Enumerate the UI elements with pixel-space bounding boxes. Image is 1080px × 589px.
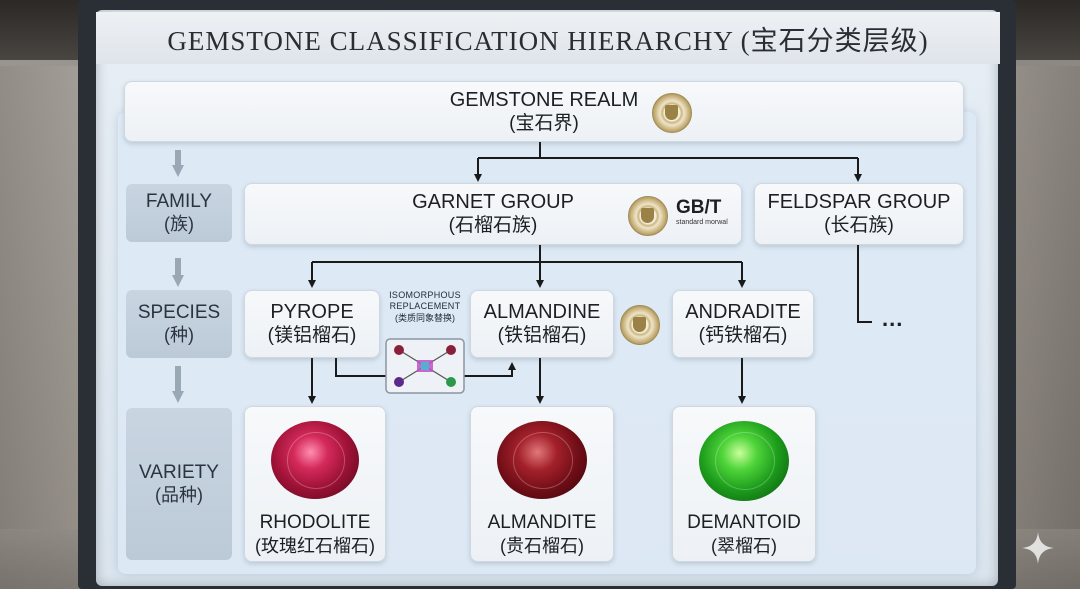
rhodolite-gem-image (271, 421, 359, 499)
level-family-label-zh: (族) (164, 214, 194, 234)
title-bar: GEMSTONE CLASSIFICATION HIERARCHY (宝石分类层… (96, 12, 1000, 64)
species-andradite-box: ANDRADITE (钙铁榴石) (672, 290, 814, 358)
level-species-label-zh: (种) (164, 325, 194, 345)
variety-almandite-label-zh: (贵石榴石) (500, 536, 584, 556)
species-andradite-label-zh: (钙铁榴石) (698, 325, 788, 346)
gbt-badge-sub: standard morwal (676, 219, 728, 226)
species-pyrope-box: PYROPE (镁铝榴石) (244, 290, 380, 358)
garnet-seal-icon (628, 196, 668, 236)
level-family: FAMILY (族) (126, 184, 232, 242)
level-variety-label: VARIETY (139, 462, 219, 483)
variety-almandite-label: ALMANDITE (487, 512, 597, 533)
realm-label-zh: (宝石界) (509, 112, 579, 134)
realm-label: GEMSTONE REALM (449, 88, 639, 111)
family-feldspar-label-zh: (长石族) (824, 215, 894, 236)
gbt-standard-badge: GB/T standard morwal (676, 198, 736, 232)
demantoid-gem-image (699, 421, 789, 501)
variety-rhodolite-card: RHODOLITE (玫瑰红石榴石) (244, 406, 386, 562)
family-garnet-label: GARNET GROUP (412, 191, 574, 213)
family-feldspar-label: FELDSPAR GROUP (767, 191, 951, 213)
family-garnet-label-zh: (石榴石族) (448, 215, 538, 236)
isomorphous-note: ISOMORPHOUS REPLACEMENT (类质同象替换) (382, 290, 468, 324)
gbt-badge-main: GB/T (676, 197, 722, 218)
molecule-exchange-icon (385, 338, 465, 394)
almandite-gem-image (497, 421, 587, 499)
species-almandine-box: ALMANDINE (铁铝榴石) (470, 290, 614, 358)
level-family-label: FAMILY (145, 191, 213, 212)
realm-seal-icon (652, 93, 692, 133)
level-species: SPECIES (种) (126, 290, 232, 358)
isomorphous-line1: ISOMORPHOUS (389, 290, 461, 300)
variety-demantoid-label-zh: (翠榴石) (711, 536, 777, 556)
species-almandine-label: ALMANDINE (483, 301, 601, 323)
realm-box: GEMSTONE REALM (宝石界) (124, 81, 964, 142)
species-pyrope-label: PYROPE (270, 301, 354, 323)
species-pyrope-label-zh: (镁铝榴石) (267, 325, 357, 346)
level-variety: VARIETY (品种) (126, 408, 232, 560)
species-andradite-label: ANDRADITE (685, 301, 801, 323)
page-title: GEMSTONE CLASSIFICATION HIERARCHY (宝石分类层… (167, 25, 929, 56)
family-feldspar-box: FELDSPAR GROUP (长石族) (754, 183, 964, 245)
almandine-seal-icon (620, 305, 660, 345)
level-variety-label-zh: (品种) (155, 485, 203, 505)
isomorphous-line2: REPLACEMENT (389, 301, 461, 311)
gallery-wall-left (0, 60, 80, 589)
level-species-label: SPECIES (137, 302, 221, 323)
variety-demantoid-label: DEMANTOID (687, 512, 801, 533)
sparkle-icon (1022, 532, 1054, 564)
gallery-wall-right (1010, 60, 1080, 589)
variety-rhodolite-label-zh: (玫瑰红石榴石) (255, 536, 375, 556)
feldspar-continuation: ... (882, 306, 904, 331)
variety-demantoid-card: DEMANTOID (翠榴石) (672, 406, 816, 562)
variety-rhodolite-label: RHODOLITE (259, 512, 371, 533)
species-almandine-label-zh: (铁铝榴石) (497, 325, 587, 346)
isomorphous-line3: (类质同象替换) (395, 313, 455, 323)
variety-almandite-card: ALMANDITE (贵石榴石) (470, 406, 614, 562)
